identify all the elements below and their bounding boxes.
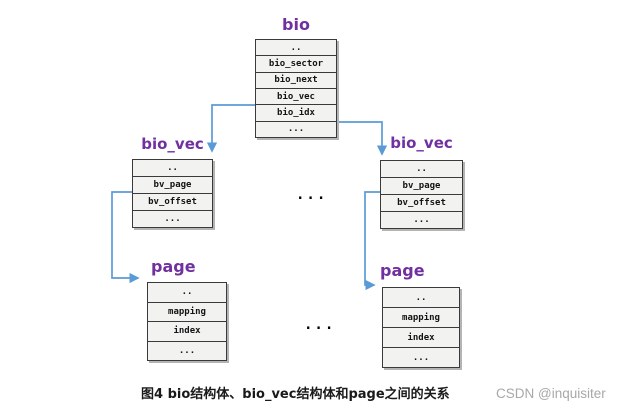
struct-field: ..	[167, 163, 178, 173]
struct-table-bio: .. bio_sector bio_next bio_vec bio_idx .…	[255, 39, 337, 138]
struct-field-bv-offset: bv_offset	[381, 194, 462, 211]
struct-field-mapping: mapping	[383, 307, 459, 327]
watermark: CSDN @inquisiter	[496, 386, 606, 401]
struct-title-page-right: page	[380, 261, 425, 280]
struct-table-page-left: .. mapping index ...	[147, 282, 227, 361]
ellipsis-between-pages: ...	[304, 317, 336, 333]
struct-field: ..	[416, 164, 427, 174]
struct-field-bio-vec: bio_vec	[256, 87, 336, 104]
struct-field-index: index	[383, 327, 459, 347]
struct-title-biovec-left: bio_vec	[141, 135, 204, 153]
struct-field-index: index	[148, 321, 226, 341]
struct-table-page-right: .. mapping index ...	[382, 287, 460, 368]
struct-field: ..	[415, 292, 427, 303]
struct-title-biovec-right: bio_vec	[390, 134, 453, 152]
struct-field-bv-offset: bv_offset	[133, 193, 212, 210]
ellipsis-between-biovecs: ...	[296, 187, 328, 203]
arrow-biovec-right-to-page-right	[364, 191, 380, 291]
struct-field: ..	[181, 287, 193, 298]
struct-field-bv-page: bv_page	[133, 176, 212, 193]
struct-title-page-left: page	[151, 257, 196, 276]
struct-field-bv-page: bv_page	[381, 177, 462, 194]
struct-field: ...	[383, 347, 459, 367]
struct-field-bio-idx: bio_idx	[256, 104, 336, 120]
struct-title-bio: bio	[282, 15, 310, 34]
struct-field: ...	[381, 211, 462, 228]
struct-field: ...	[148, 340, 226, 361]
arrow-bio-to-biovec-right	[337, 121, 388, 156]
figure-caption: 图4 bio结构体、bio_vec结构体和page之间的关系	[141, 387, 450, 402]
struct-field: ...	[256, 120, 336, 137]
struct-field-bio-sector: bio_sector	[256, 55, 336, 71]
struct-table-biovec-right: .. bv_page bv_offset ...	[380, 160, 463, 229]
struct-field: ...	[133, 210, 212, 227]
struct-field-bio-next: bio_next	[256, 71, 336, 88]
struct-field: ..	[290, 42, 302, 53]
arrow-bio-to-biovec-left	[206, 104, 255, 153]
struct-table-biovec-left: .. bv_page bv_offset ...	[132, 159, 213, 228]
struct-field-mapping: mapping	[148, 301, 226, 322]
